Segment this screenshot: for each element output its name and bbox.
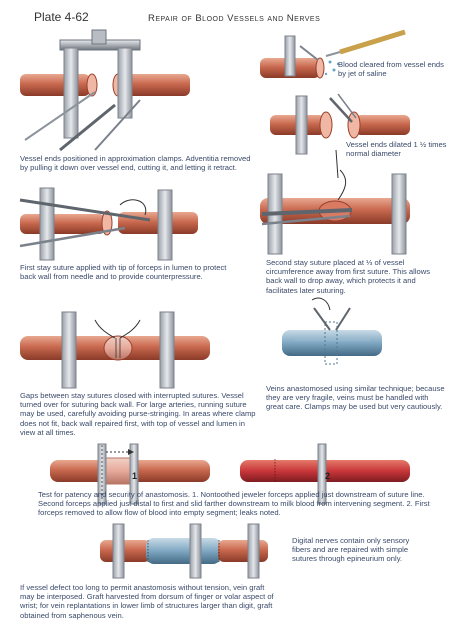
caption-gaps: Gaps between stay sutures closed with in… xyxy=(20,391,256,437)
caption-nerves: Digital nerves contain only sensory fibe… xyxy=(292,536,410,564)
forceps xyxy=(59,103,116,152)
suture xyxy=(337,169,347,201)
dilator xyxy=(329,97,353,123)
vein xyxy=(282,330,382,356)
caption-patency: Test for patency and security of anastom… xyxy=(38,490,430,518)
forceps xyxy=(19,198,151,222)
panel-interrupted-sutures xyxy=(20,311,210,389)
caption-blood-cleared: Blood cleared from vessel ends by jet of… xyxy=(338,60,444,79)
plate-number: Plate 4-62 xyxy=(34,10,89,24)
scissors xyxy=(24,91,96,141)
vessel-right xyxy=(120,74,190,96)
caption-approximation: Vessel ends positioned in approximation … xyxy=(20,154,251,173)
panel-vein-anastomosis xyxy=(282,297,382,365)
clamp-jaw-right xyxy=(117,47,133,119)
step-1-label: 1 xyxy=(132,471,138,481)
panel-first-stay-suture xyxy=(19,187,198,261)
panel-vein-graft xyxy=(100,523,268,579)
panel-patency-test xyxy=(50,443,410,505)
suture xyxy=(119,199,147,216)
caption-first-stay: First stay suture applied with tip of fo… xyxy=(20,263,227,282)
panel-saline-jet xyxy=(260,29,410,155)
suture xyxy=(94,319,116,339)
caption-dilated: Vessel ends dilated 1 ½ times normal dia… xyxy=(346,140,447,159)
caption-veins: Veins anastomosed using similar techniqu… xyxy=(266,384,445,412)
syringe xyxy=(339,29,406,55)
vessel-left xyxy=(20,74,90,96)
clamp-jaw-left xyxy=(63,47,79,139)
vessel-dilated-right xyxy=(355,115,410,135)
forceps xyxy=(261,208,353,216)
plate-title: Repair of Blood Vessels and Nerves xyxy=(148,13,321,24)
panel-second-stay-suture xyxy=(260,149,410,255)
vein-graft xyxy=(146,538,221,564)
caption-second-stay: Second stay suture placed at ⅓ of vessel… xyxy=(266,258,431,295)
step-2-label: 2 xyxy=(325,471,331,481)
panel-approximation-clamps xyxy=(20,29,190,152)
caption-graft: If vessel defect too long to permit anas… xyxy=(20,583,274,620)
